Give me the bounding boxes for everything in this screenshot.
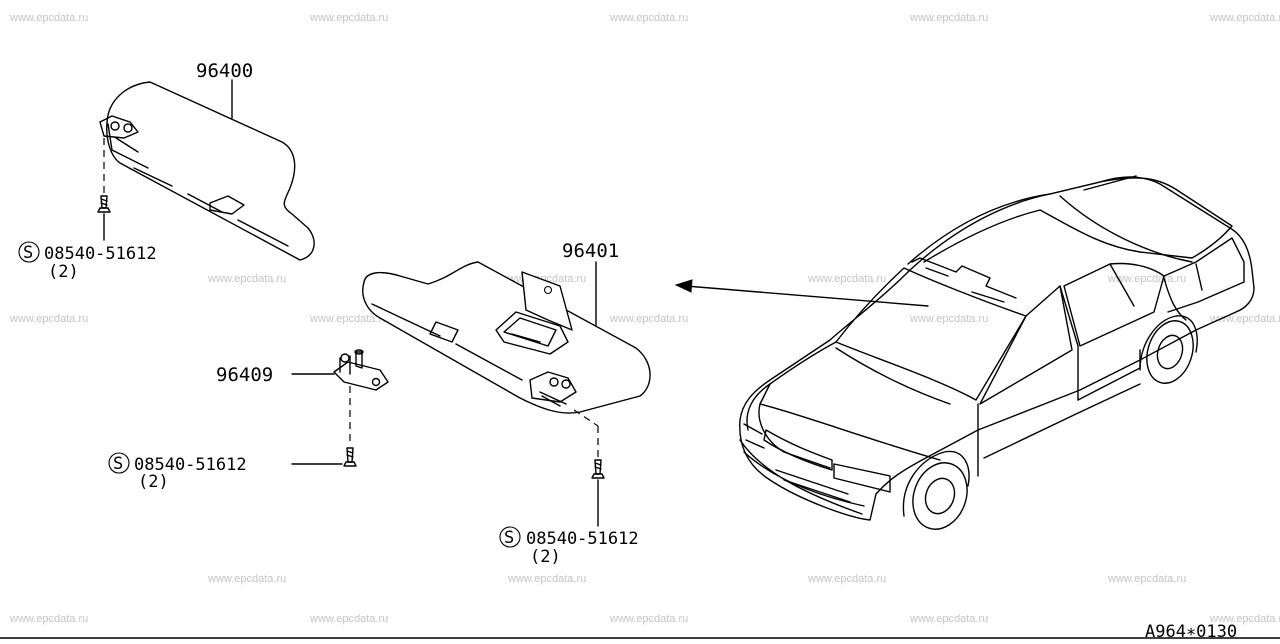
watermark: www.epcdata.ru	[909, 613, 988, 625]
screw-axis-2	[573, 409, 599, 427]
screw-qty: (2)	[48, 262, 79, 282]
s-symbol: S	[504, 528, 514, 548]
location-arrow	[674, 279, 929, 307]
watermark: www.epcdata.ru	[807, 573, 886, 585]
screw-code: 08540-51612	[526, 529, 639, 549]
screw-icon	[343, 447, 357, 467]
rear-wheel	[1139, 315, 1198, 384]
watermark: www.epcdata.ru	[909, 313, 988, 325]
watermark: www.epcdata.ru	[909, 12, 988, 24]
watermark: www.epcdata.ru	[609, 313, 688, 325]
holder-drawing	[333, 349, 389, 391]
watermark: www.epcdata.ru	[1107, 273, 1186, 285]
screw-code: 08540-51612	[44, 244, 157, 264]
part-number-96401: 96401	[562, 240, 619, 262]
sunvisor-left-drawing	[99, 81, 315, 261]
watermark: www.epcdata.ru	[1209, 12, 1280, 24]
s-symbol-icon	[18, 241, 40, 263]
screw-label-1: S 08540-51612 (2)	[18, 241, 157, 282]
watermark: www.epcdata.ru	[807, 273, 886, 285]
watermark: www.epcdata.ru	[207, 273, 286, 285]
watermark: www.epcdata.ru	[309, 313, 388, 325]
screw-qty: (2)	[530, 547, 561, 567]
part-number-96400: 96400	[196, 60, 253, 82]
watermark: www.epcdata.ru	[9, 313, 88, 325]
watermark: www.epcdata.ru	[309, 12, 388, 24]
watermark: www.epcdata.ru	[207, 573, 286, 585]
watermark: www.epcdata.ru	[9, 613, 88, 625]
watermark: www.epcdata.ru	[9, 12, 88, 24]
screw-qty: (2)	[138, 472, 169, 492]
watermark: www.epcdata.ru	[309, 613, 388, 625]
watermark: www.epcdata.ru	[1209, 613, 1280, 625]
screw-icon	[591, 459, 605, 479]
watermark: www.epcdata.ru	[609, 12, 688, 24]
front-wheel	[902, 450, 970, 530]
sunvisor-right-drawing	[362, 261, 651, 414]
watermark: www.epcdata.ru	[507, 573, 586, 585]
part-number-96409: 96409	[216, 364, 273, 386]
screw-label-3: S 08540-51612 (2)	[108, 452, 247, 492]
watermark: www.epcdata.ru	[609, 613, 688, 625]
screw-label-2: S 08540-51612 (2)	[499, 526, 639, 567]
s-symbol-icon	[108, 452, 130, 474]
s-symbol-icon	[499, 526, 521, 548]
car-drawing	[739, 175, 1255, 530]
screw-icon	[97, 195, 111, 213]
s-symbol: S	[23, 243, 33, 263]
diagram-code: A964∗0130	[1145, 622, 1237, 640]
screw-code: 08540-51612	[134, 455, 247, 475]
s-symbol: S	[113, 454, 123, 474]
watermark: www.epcdata.ru	[1107, 573, 1186, 585]
